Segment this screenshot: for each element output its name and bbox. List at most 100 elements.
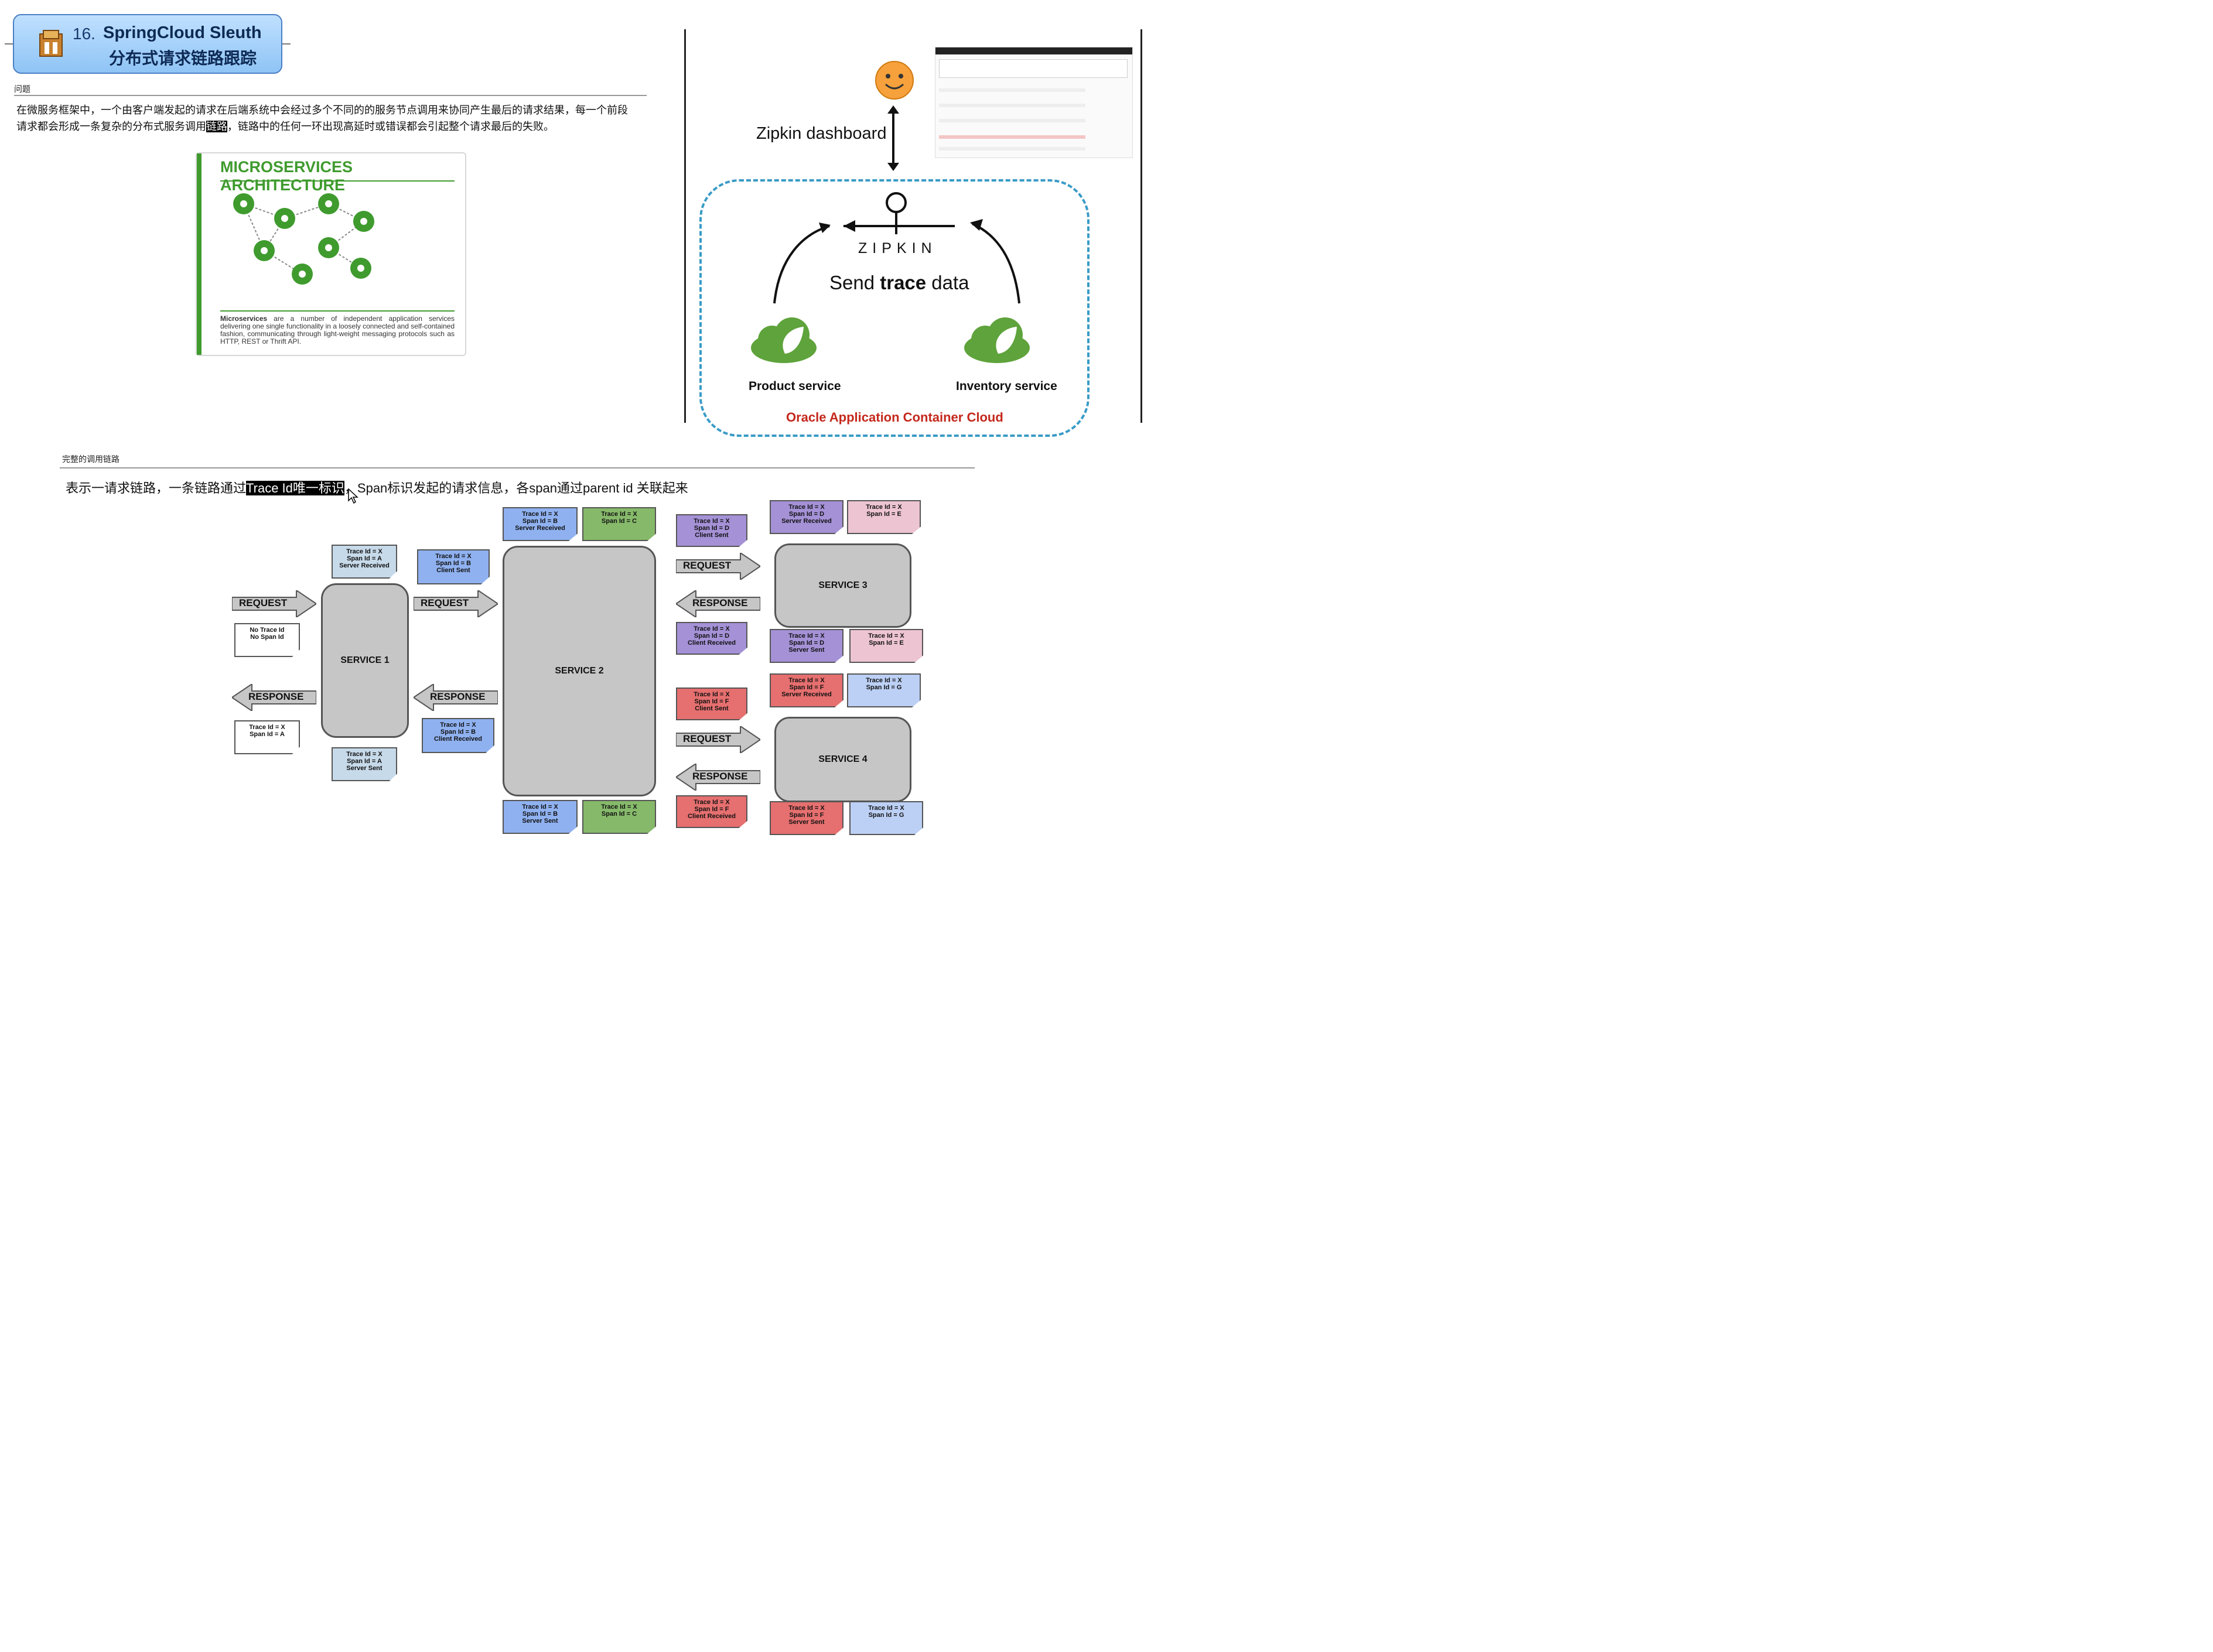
header-line-left [5, 43, 14, 45]
mouse-cursor-icon [348, 488, 358, 504]
trace-note-line: Client Sent [695, 705, 729, 712]
header-subtitle: 分布式请求链路跟踪 [109, 49, 257, 67]
header-title: SpringCloud Sleuth [103, 23, 262, 42]
inventory-service-label: Inventory service [956, 379, 1057, 393]
trace-note-line: Trace Id = X [788, 504, 825, 511]
product-service-spring-icon [749, 316, 819, 365]
card-title-rule [220, 180, 455, 182]
request-label: REQUEST [683, 733, 732, 744]
trace-note-line: Client Sent [436, 567, 470, 574]
product-service-label: Product service [749, 379, 841, 393]
trace-note-line: Span Id = C [601, 810, 637, 818]
trace-note-line: Trace Id = X [866, 504, 902, 511]
problem-text: 请求都会形成一条复杂的分布式服务调用 [16, 121, 206, 132]
section-label-problem: 问题 [14, 84, 30, 94]
trace-note-line: Client Sent [695, 532, 729, 539]
dashboard-topbar [935, 47, 1132, 54]
trace-note-line: Span Id = F [789, 812, 824, 819]
trace-note-line: Span Id = G [866, 684, 902, 691]
response-label: RESPONSE [248, 691, 304, 702]
request-arrow-4: REQUEST [675, 725, 761, 754]
section-label-full-chain: 完整的调用链路 [62, 454, 119, 464]
smiley-user-icon [874, 60, 915, 101]
dashboard-row [939, 147, 1085, 151]
trace-note-line: Server Received [781, 518, 832, 525]
zipkin-dashboard-label: Zipkin dashboard [756, 124, 887, 143]
trace-note-line: Client Received [434, 736, 482, 743]
trace-desc-text-end: ，Span标识发起的请求信息，各span通过parent id 关联起来 [344, 481, 688, 495]
inventory-service-spring-icon [962, 316, 1032, 365]
dashboard-row [939, 119, 1085, 122]
send-trace-label: Send trace data [829, 272, 969, 294]
request-arrow-3: REQUEST [675, 552, 761, 581]
trace-note-line: Trace Id = X [694, 518, 730, 525]
header-book-icon [37, 28, 64, 59]
response-arrow-2: RESPONSE [412, 683, 498, 712]
trace-note-line: Trace Id = X [601, 511, 637, 518]
request-label: REQUEST [683, 560, 732, 571]
trace-note-line: Trace Id = X [788, 632, 825, 639]
problem-line-2: 请求都会形成一条复杂的分布式服务调用链路，链路中的任何一环出现高延时或错误都会引… [16, 118, 655, 135]
trace-note-line: Trace Id = X [440, 721, 476, 728]
trace-note-line: Trace Id = X [694, 799, 730, 806]
trace-note-line: Span Id = C [601, 518, 637, 525]
trace-note-line: Span Id = A [347, 758, 382, 765]
trace-note-line: Span Id = B [522, 518, 558, 525]
cloud-label: Oracle Application Container Cloud [784, 410, 1006, 425]
section-header: 16. SpringCloud Sleuth 分布式请求链路跟踪 [13, 14, 282, 74]
section-rule [14, 95, 647, 96]
trace-note-line: Trace Id = X [788, 805, 825, 812]
card-title: MICROSERVICES ARCHITECTURE [220, 158, 353, 194]
response-arrow-1: RESPONSE [231, 683, 317, 712]
trace-note-line: Trace Id = X [346, 548, 383, 555]
response-label: RESPONSE [692, 771, 748, 782]
request-arrow-2: REQUEST [413, 589, 499, 618]
trace-desc-text: 表示一请求链路，一条链路通过 [66, 481, 247, 495]
trace-note-line: Span Id = E [869, 639, 904, 647]
header-line-right [282, 43, 291, 45]
service-4-box: SERVICE 4 [774, 717, 911, 802]
trace-note-line: Trace Id = X [435, 553, 472, 560]
trace-description: 表示一请求链路，一条链路通过Trace Id唯一标识，Span标识发起的请求信息… [66, 478, 688, 497]
trace-note-line: Span Id = D [694, 632, 730, 639]
trace-note-line: Server Sent [788, 819, 825, 826]
response-arrow-4: RESPONSE [675, 762, 761, 792]
trace-note-line: Span Id = F [694, 698, 729, 705]
request-label: REQUEST [421, 597, 469, 608]
selected-text-trace-id: Trace Id唯一标识 [246, 481, 344, 495]
service-3-box: SERVICE 3 [774, 543, 911, 628]
dashboard-row [939, 88, 1085, 92]
trace-note-line: Trace Id = X [522, 803, 558, 810]
trace-note-line: No Trace Id [250, 627, 285, 634]
trace-note-line: Server Sent [788, 647, 825, 654]
trace-note-line: Trace Id = X [788, 677, 825, 684]
zipkin-cloud-boundary [699, 179, 1090, 437]
card-description: Microservices are a number of independen… [220, 315, 455, 346]
trace-note-line: Trace Id = X [866, 677, 902, 684]
card-accent-bar [197, 153, 202, 355]
trace-note-line: Span Id = B [522, 810, 558, 818]
problem-paragraph: 在微服务框架中，一个由客户端发起的请求在后端系统中会经过多个不同的的服务节点调用… [16, 102, 655, 135]
service-2-box: SERVICE 2 [503, 546, 656, 796]
dashboard-row-error [939, 135, 1085, 139]
request-arrow-1: REQUEST [231, 589, 317, 618]
card-desc-text: are a number of independent application … [220, 314, 455, 346]
problem-text-end: ，链路中的任何一环出现高延时或错误都会引起整个请求最后的失败。 [227, 121, 554, 132]
trace-note-line: Span Id = A [347, 555, 382, 562]
problem-line-1: 在微服务框架中，一个由客户端发起的请求在后端系统中会经过多个不同的的服务节点调用… [16, 104, 628, 116]
trace-note-line: No Span Id [250, 634, 284, 641]
microservices-card: MICROSERVICES ARCHITECTURE Microservices… [196, 152, 466, 356]
